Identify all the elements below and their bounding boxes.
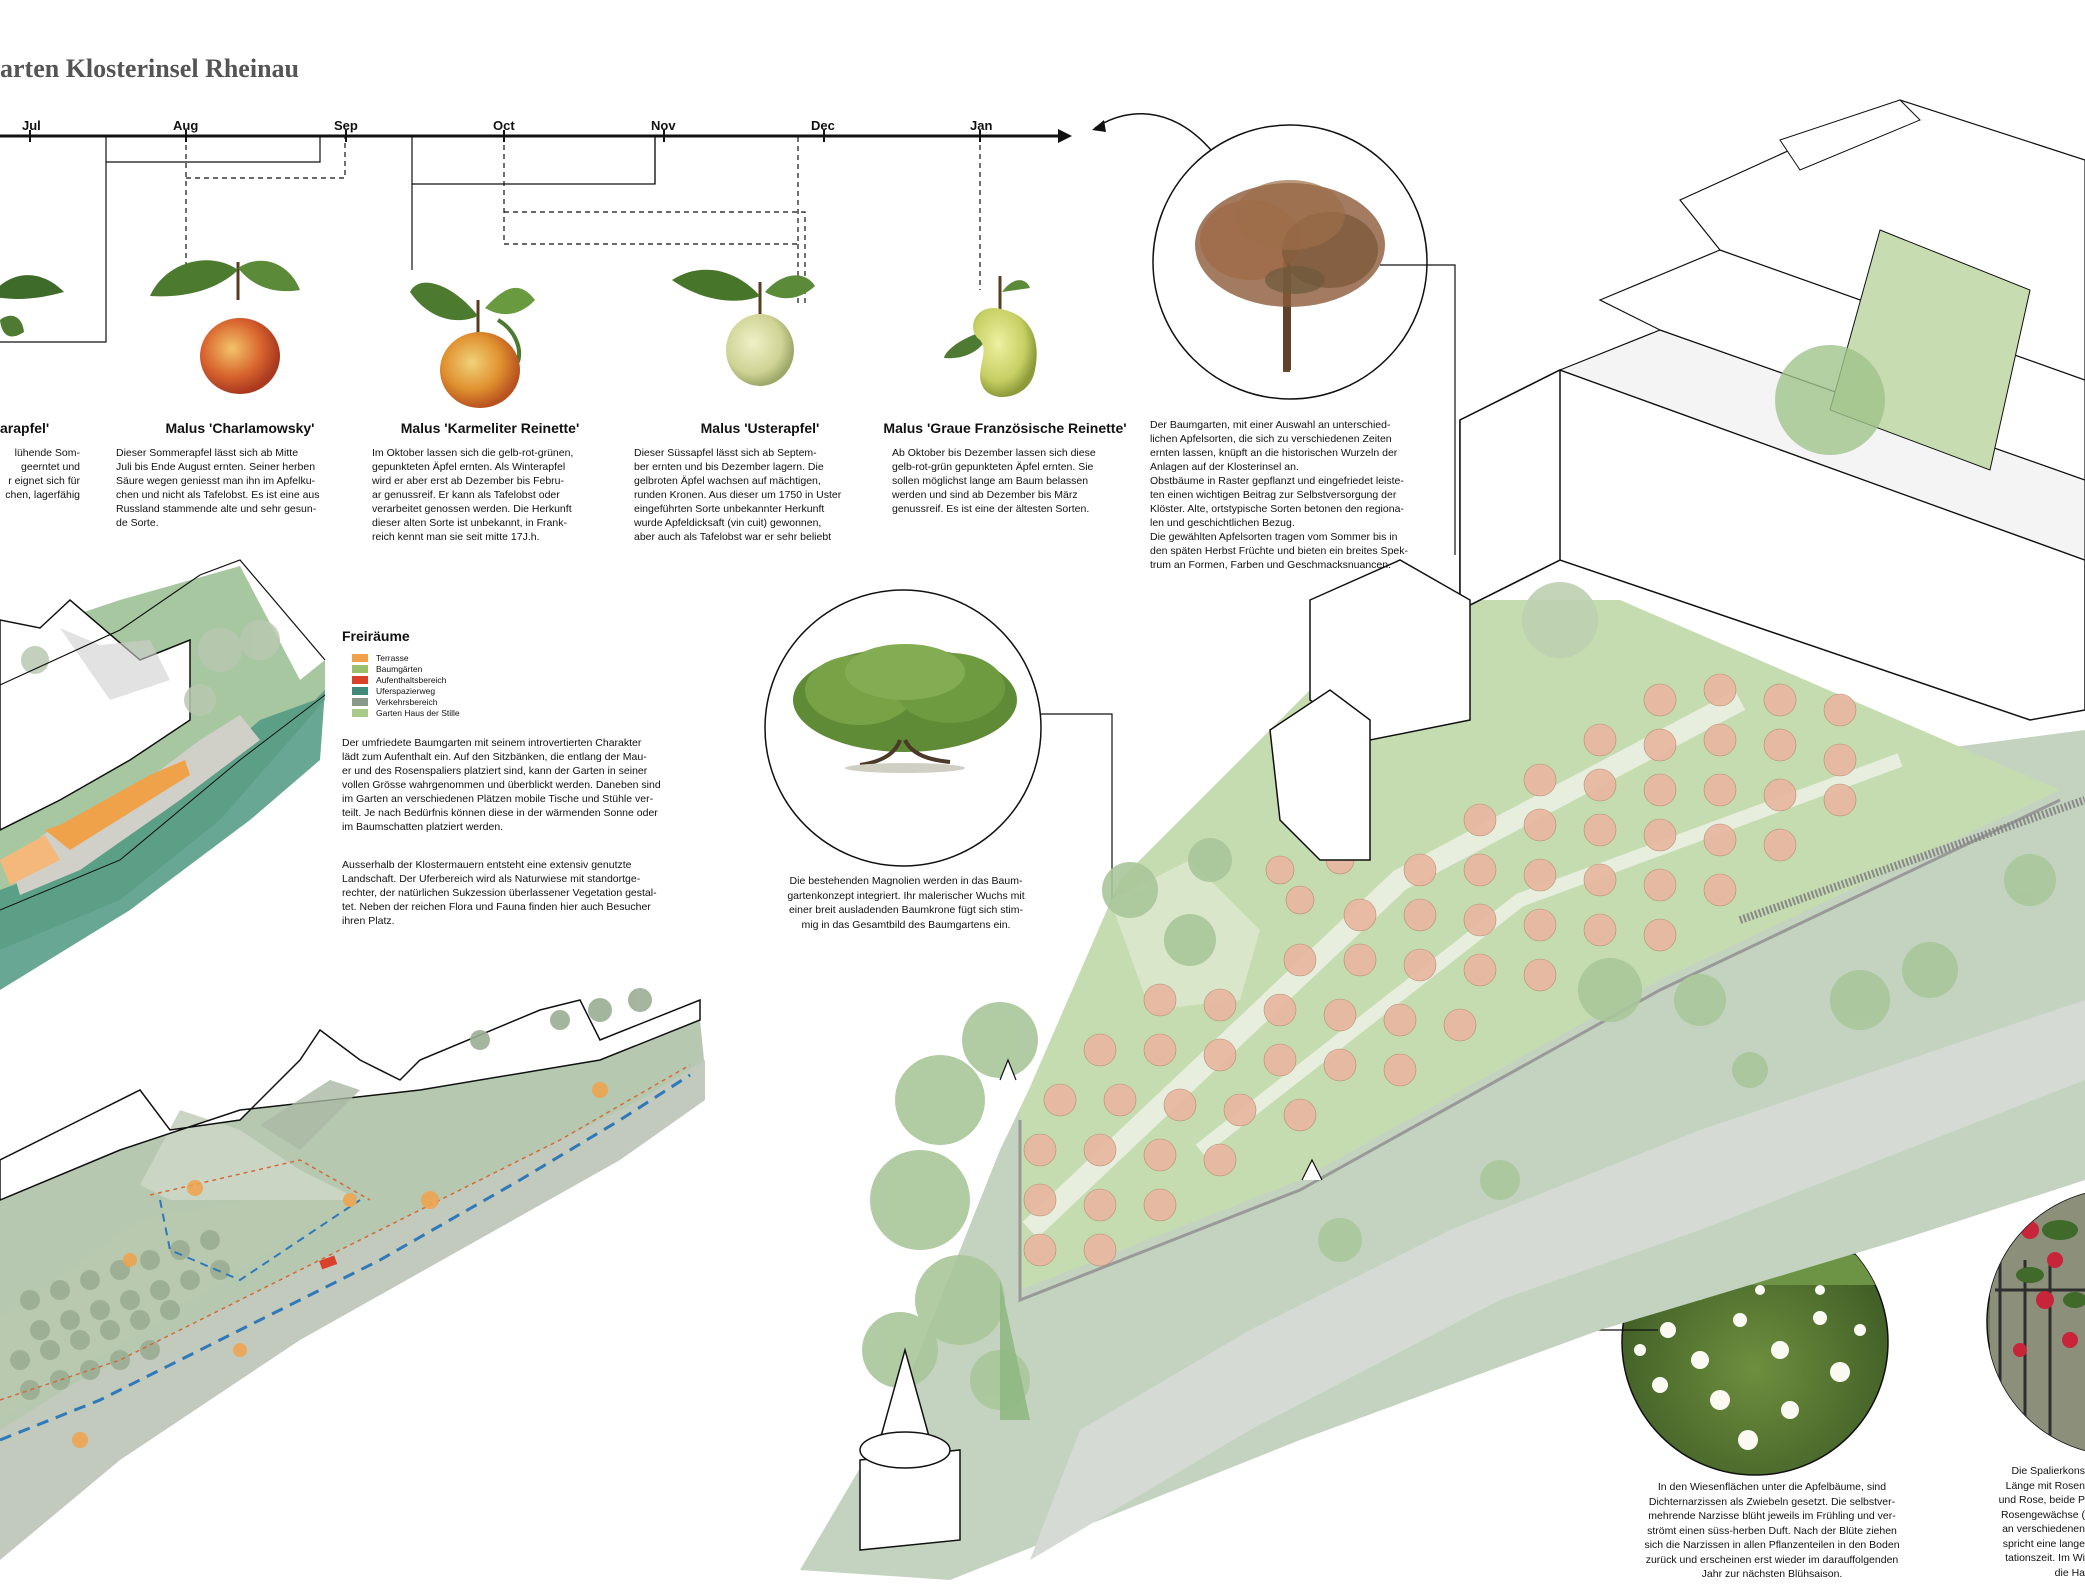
- apple-image-2: [150, 260, 300, 394]
- legend: Terrasse Baumgärten Aufenthaltsbereich U…: [352, 652, 460, 718]
- month-label-oct: Oct: [493, 118, 515, 133]
- variety-1-name: arapfel': [0, 420, 50, 436]
- legend-swatch: [352, 675, 368, 684]
- legend-title: Freiräume: [342, 628, 410, 644]
- freiraum-text-2: Ausserhalb der Klostermauern entsteht ei…: [342, 859, 657, 927]
- apple-image-1: [0, 275, 64, 337]
- variety-3-name: Malus 'Karmeliter Reinette': [400, 420, 580, 436]
- freiraum-text-1: Der umfriedete Baumgarten mit seinem int…: [342, 737, 661, 833]
- variety-5-desc: Ab Oktober bis Dezember lassen sich dies…: [892, 447, 1096, 515]
- legend-swatch: [352, 686, 368, 695]
- legend-swatch: [352, 697, 368, 706]
- legend-swatch: [352, 653, 368, 662]
- legend-item: Uferspazierweg: [352, 685, 460, 696]
- month-label-dec: Dec: [811, 118, 835, 133]
- legend-swatch: [352, 708, 368, 717]
- magnolia-circle: [764, 589, 1042, 867]
- legend-swatch: [352, 664, 368, 673]
- variety-2-name: Malus 'Charlamowsky': [165, 420, 315, 436]
- month-label-jan: Jan: [970, 118, 993, 133]
- variety-4-name: Malus 'Usterapfel': [700, 420, 820, 436]
- pointer-arrowhead: [1092, 120, 1106, 132]
- legend-item: Baumgärten: [352, 663, 460, 674]
- apple-image-4: [672, 269, 815, 386]
- apple-image-3: [410, 282, 535, 408]
- baumgarten-description: Der Baumgarten, mit einer Auswahl an unt…: [1150, 419, 1408, 571]
- narcissus-caption: In den Wiesenflächen unter die Apfelbäum…: [1644, 1481, 1900, 1580]
- paths-plan: [0, 988, 705, 1560]
- rose-circle: [1986, 1190, 2085, 1455]
- main-axonometric: [800, 99, 2085, 1580]
- month-label-sep: Sep: [334, 118, 358, 133]
- variety-3-desc: Im Oktober lassen sich die gelb-rot-grün…: [372, 447, 574, 543]
- month-label-nov: Nov: [651, 118, 676, 133]
- legend-item: Terrasse: [352, 652, 460, 663]
- month-label-jul: Jul: [22, 118, 41, 133]
- page-title: arten Klosterinsel Rheinau: [0, 54, 299, 83]
- timeline: [0, 129, 1072, 343]
- apple-tree-circle: [1152, 124, 1428, 400]
- pointer-arrow: [1094, 112, 1223, 165]
- legend-item: Aufenthaltsbereich: [352, 674, 460, 685]
- legend-item: Garten Haus der Stille: [352, 707, 460, 718]
- apple-image-5: [944, 276, 1037, 397]
- variety-4-desc: Dieser Süssapfel lässt sich ab Septem-be…: [634, 447, 842, 543]
- zones-plan: [0, 559, 326, 990]
- variety-5-name: Malus 'Graue Französische Reinette': [883, 420, 1127, 436]
- legend-item: Verkehrsbereich: [352, 696, 460, 707]
- tree-leader-line: [1380, 264, 1456, 555]
- month-label-aug: Aug: [173, 118, 199, 133]
- magnolia-caption: Die bestehenden Magnolien werden in das …: [787, 875, 1025, 931]
